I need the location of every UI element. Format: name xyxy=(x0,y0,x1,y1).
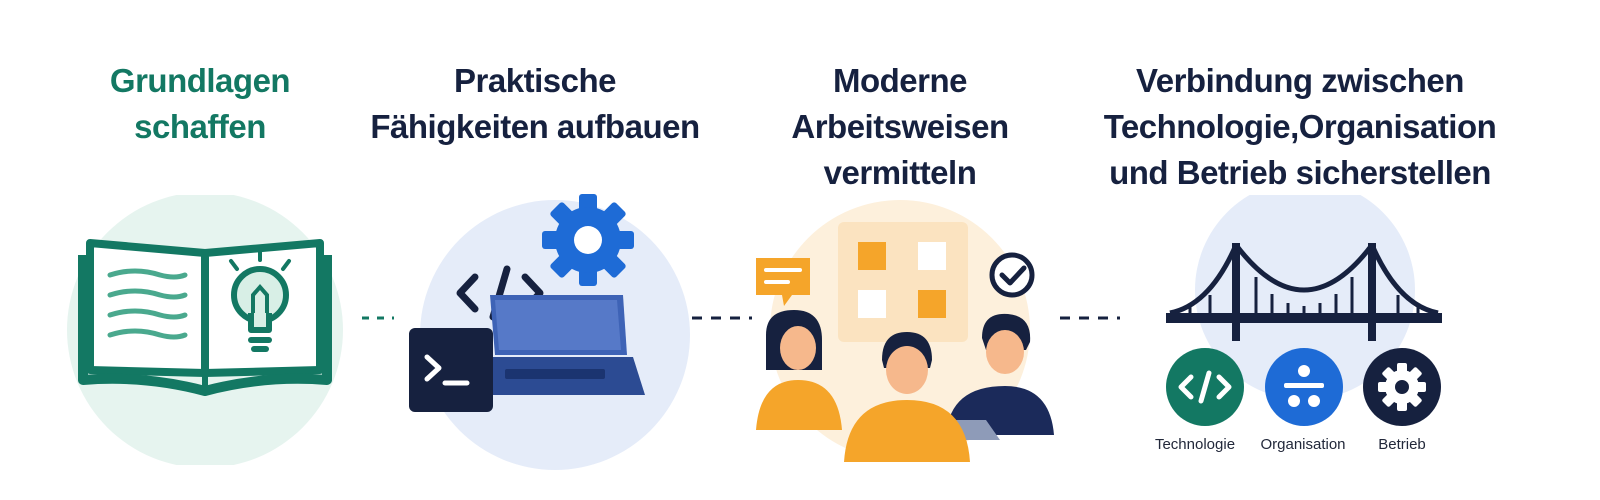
organisation-circle xyxy=(1265,348,1343,426)
lightbulb-icon xyxy=(229,248,291,352)
step-2-title-line-2: Fähigkeiten aufbauen xyxy=(370,108,700,145)
step-1-title-line-1: Grundlagen xyxy=(109,62,291,99)
board-grid-icon xyxy=(838,222,968,342)
step-3-title-line-2: Arbeitsweisen xyxy=(791,108,1009,145)
gear-icon xyxy=(542,194,634,286)
step-4-title: Verbindung zwischen Technologie,Organisa… xyxy=(1080,58,1520,196)
connector-3 xyxy=(1060,316,1120,320)
connector-1 xyxy=(362,316,394,320)
connector-2 xyxy=(692,316,752,320)
step-3-title: Moderne Arbeitsweisen vermitteln xyxy=(750,58,1050,196)
step-2-illustration xyxy=(409,194,690,470)
step-1-illustration xyxy=(67,195,343,465)
check-circle-icon xyxy=(989,252,1035,298)
step-4-illustration xyxy=(1166,195,1442,400)
chat-bubble-icon xyxy=(756,258,810,306)
step-1-title-line-2: schaffen xyxy=(134,108,266,145)
label-technologie: Technologie xyxy=(1154,436,1236,453)
terminal-icon xyxy=(409,328,493,412)
open-book-icon xyxy=(78,239,332,396)
label-betrieb: Betrieb xyxy=(1378,436,1426,453)
betrieb-circle xyxy=(1363,348,1441,426)
people-icon xyxy=(756,310,1054,462)
step-3-illustration xyxy=(756,200,1054,462)
step-2-title: Praktische Fähigkeiten aufbauen xyxy=(365,58,705,150)
label-organisation: Organisation xyxy=(1260,436,1346,453)
step-4-title-line-2: Technologie,Organisation xyxy=(1103,108,1497,145)
step-3-title-line-1: Moderne xyxy=(832,62,968,99)
step-2-title-line-1: Praktische xyxy=(454,62,616,99)
step-4-title-line-3: und Betrieb sicherstellen xyxy=(1109,154,1491,191)
laptop-icon xyxy=(475,295,645,395)
org-chart-icon xyxy=(1284,365,1324,407)
step-1-title: Grundlagen schaffen xyxy=(60,58,340,150)
gear-icon xyxy=(1378,363,1426,411)
technologie-circle xyxy=(1166,348,1244,426)
code-brackets-icon xyxy=(1178,370,1232,404)
step-3-title-line-3: vermitteln xyxy=(823,154,977,191)
step-4-title-line-1: Verbindung zwischen xyxy=(1136,62,1464,99)
bridge-icon xyxy=(1166,243,1442,341)
